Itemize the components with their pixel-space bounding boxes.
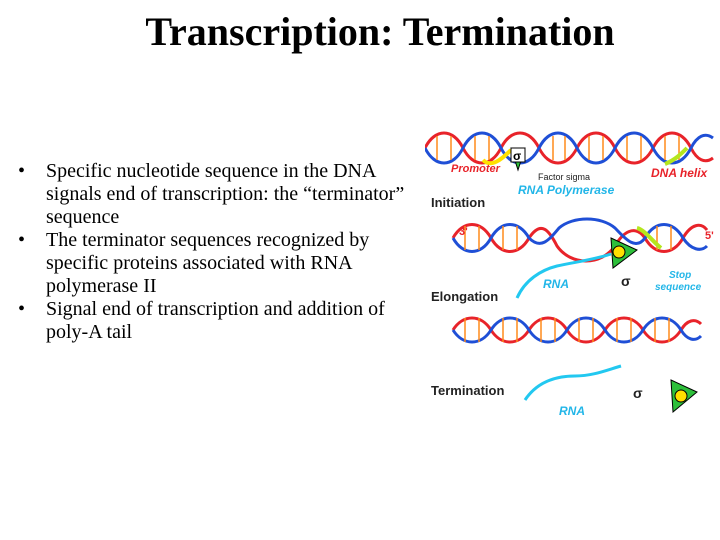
- bullet-item: • Specific nucleotide sequence in the DNA…: [18, 160, 413, 229]
- rna-strand-elongation: [515, 252, 612, 299]
- base-pairs: [464, 318, 670, 342]
- rna-polymerase-elongation: [610, 237, 638, 269]
- bullet-text: Signal end of transcription and addition…: [46, 298, 385, 343]
- sigma-symbol-free: σ: [621, 273, 631, 289]
- dna-helix-initiation: [425, 131, 714, 166]
- factor-sigma-label: Factor sigma: [538, 172, 590, 182]
- slide-title: Transcription: Termination: [145, 9, 615, 54]
- bullet-dot: •: [18, 160, 26, 182]
- bullet-text: Specific nucleotide sequence in the DNA …: [46, 160, 405, 228]
- rna-strand-termination: [523, 364, 622, 401]
- rna-label-termination: RNA: [559, 404, 585, 418]
- base-pairs: [436, 136, 680, 160]
- elongation-label: Elongation: [431, 289, 498, 304]
- dna-helix-label: DNA helix: [651, 166, 709, 180]
- dna-helix-termination: [451, 316, 703, 344]
- bullet-item: • Signal end of transcription and additio…: [18, 298, 413, 344]
- termination-label: Termination: [431, 383, 504, 398]
- bullet-text: The terminator sequences recognized by s…: [46, 229, 370, 297]
- dna-helix-elongation: [451, 217, 709, 263]
- dna-strand-bottom: [451, 217, 709, 253]
- polymerase-active-site: [674, 389, 688, 403]
- three-prime-label: 3': [459, 226, 468, 238]
- stop-sequence-label-line2: sequence: [655, 282, 702, 293]
- stop-segment: [636, 226, 663, 250]
- bullet-dot: •: [18, 298, 26, 320]
- stop-segment: [664, 146, 689, 166]
- bullet-list: • Specific nucleotide sequence in the DNA…: [18, 160, 413, 344]
- promoter-label: Promoter: [451, 163, 501, 175]
- polymerase-active-site: [612, 245, 626, 259]
- sigma-factor-box: [510, 147, 526, 163]
- rna-polymerase-initiation: σ: [510, 147, 526, 172]
- base-pairs: [464, 226, 672, 250]
- dna-strand-top: [451, 316, 703, 344]
- dna-strand-bottom: [451, 316, 703, 344]
- rna-polymerase-label: RNA Polymerase: [518, 183, 615, 197]
- transcription-diagram: Promoter σ Factor sigma DNA helix RNA Po…: [425, 131, 714, 418]
- sigma-symbol-released: σ: [633, 385, 643, 401]
- bullet-dot: •: [18, 229, 26, 251]
- five-prime-label: 5': [705, 230, 714, 242]
- sigma-symbol: σ: [513, 149, 521, 163]
- rna-polymerase-termination: [670, 379, 698, 414]
- dna-strand-top: [451, 223, 709, 263]
- rna-label-elongation: RNA: [543, 277, 569, 291]
- bullet-item: • The terminator sequences recognized by …: [18, 229, 413, 298]
- promoter-segment: [481, 148, 513, 166]
- initiation-label: Initiation: [431, 195, 485, 210]
- stop-sequence-label-line1: Stop: [669, 270, 691, 281]
- dna-strand-bottom: [425, 131, 714, 165]
